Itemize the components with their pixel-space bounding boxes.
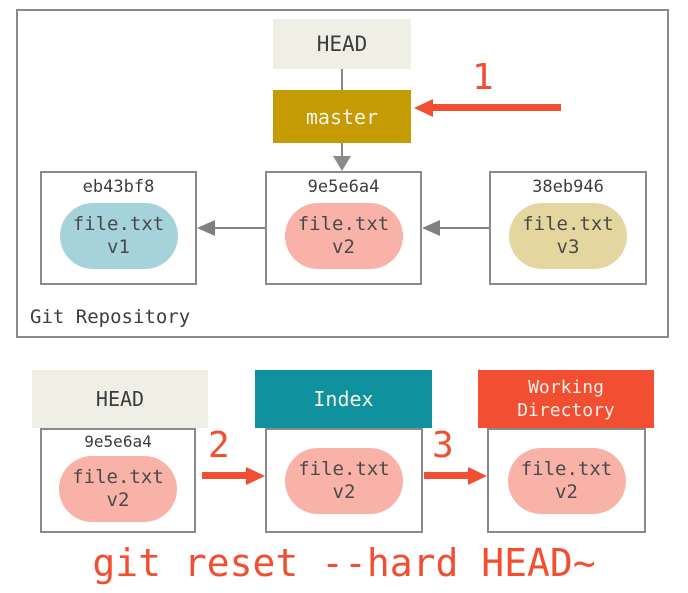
bottom-index-header: Index bbox=[255, 370, 432, 428]
file-name: file.txt bbox=[297, 213, 390, 236]
head-to-master-connector bbox=[341, 69, 343, 90]
index-file-box: file.txt v2 bbox=[265, 428, 423, 533]
bottom-working-directory-header: Working Directory bbox=[478, 370, 654, 428]
commit-hash: 38eb946 bbox=[532, 177, 604, 197]
master-branch-label: master bbox=[305, 104, 379, 129]
bottom-working-directory-title: Working Directory bbox=[517, 376, 615, 421]
commit-hash: eb43bf8 bbox=[82, 177, 155, 197]
step-2-number: 2 bbox=[208, 425, 230, 466]
file-name: file.txt bbox=[298, 457, 390, 480]
git-repository-label: Git Repository bbox=[30, 306, 191, 328]
step-2-arrow-shaft bbox=[202, 472, 247, 479]
head-ref-box: HEAD bbox=[273, 19, 411, 69]
file-name: file.txt bbox=[72, 466, 164, 489]
commit-box-38eb946: 38eb946 file.txt v3 bbox=[489, 171, 647, 285]
red-arrow-right-icon bbox=[468, 467, 487, 485]
parent-arrow-shaft bbox=[215, 227, 265, 229]
step-3-arrow-shaft bbox=[424, 472, 469, 479]
master-to-commit-connector bbox=[341, 143, 343, 157]
head-file-box: 9e5e6a4 file.txt v2 bbox=[40, 428, 196, 533]
master-branch-box: master bbox=[273, 90, 411, 143]
parent-arrow-left-icon bbox=[197, 220, 215, 236]
working-directory-file-box: file.txt v2 bbox=[487, 428, 646, 533]
commit-hash: 9e5e6a4 bbox=[307, 177, 380, 197]
head-file-snapshot: file.txt v2 bbox=[59, 456, 177, 522]
red-arrow-right-icon bbox=[246, 467, 265, 485]
file-snapshot-v1: file.txt v1 bbox=[59, 203, 178, 269]
file-snapshot-v2: file.txt v2 bbox=[284, 203, 403, 269]
parent-arrow-left-icon bbox=[422, 220, 440, 236]
file-version: v2 bbox=[332, 236, 355, 258]
file-snapshot-v3: file.txt v3 bbox=[509, 203, 627, 269]
bottom-index-title: Index bbox=[313, 387, 374, 411]
step-3-number: 3 bbox=[432, 425, 454, 466]
working-directory-file-snapshot: file.txt v2 bbox=[507, 447, 626, 514]
index-file-snapshot: file.txt v2 bbox=[285, 447, 403, 514]
file-version: v2 bbox=[555, 480, 578, 503]
arrow-down-icon bbox=[333, 156, 351, 171]
parent-arrow-shaft bbox=[440, 227, 489, 229]
file-name: file.txt bbox=[522, 213, 614, 236]
file-version: v2 bbox=[332, 480, 356, 503]
head-commit-hash: 9e5e6a4 bbox=[84, 432, 152, 451]
file-version: v3 bbox=[556, 236, 580, 258]
step-1-arrow-shaft bbox=[432, 104, 561, 111]
file-version: v1 bbox=[107, 236, 130, 258]
commit-box-eb43bf8: eb43bf8 file.txt v1 bbox=[40, 171, 197, 285]
bottom-head-title: HEAD bbox=[95, 387, 145, 411]
file-name: file.txt bbox=[520, 457, 613, 480]
bottom-head-header: HEAD bbox=[32, 370, 208, 428]
head-ref-label: HEAD bbox=[316, 32, 368, 56]
red-arrow-left-icon bbox=[414, 99, 433, 117]
commit-box-9e5e6a4: 9e5e6a4 file.txt v2 bbox=[265, 171, 422, 285]
step-1-number: 1 bbox=[472, 57, 494, 98]
file-name: file.txt bbox=[72, 213, 165, 236]
git-command-caption: git reset --hard HEAD~ bbox=[92, 541, 596, 585]
file-version: v2 bbox=[106, 489, 130, 511]
